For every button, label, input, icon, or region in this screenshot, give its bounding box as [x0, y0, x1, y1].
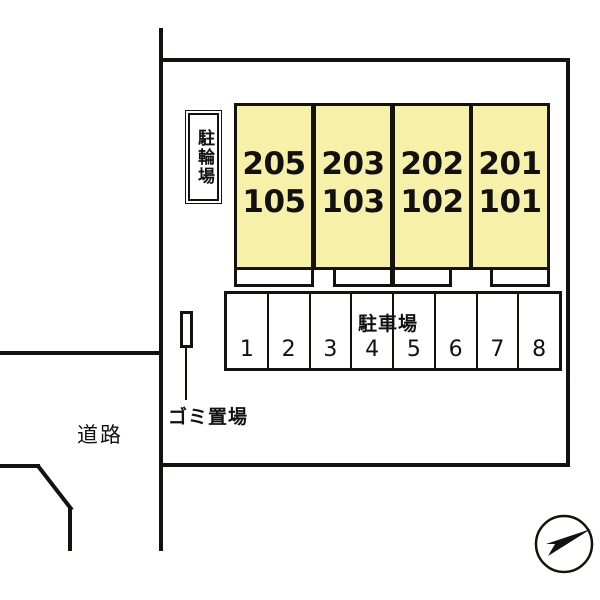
- trash-area-marker[interactable]: [180, 311, 193, 348]
- unit-entry-stub-205: [234, 267, 314, 287]
- trash-area-label: ゴミ置場: [168, 406, 249, 428]
- unit-202-102[interactable]: 202 102: [392, 103, 472, 270]
- parking-stall-number: 1: [239, 337, 254, 362]
- unit-upper-number: 205: [242, 146, 306, 182]
- unit-lower-number: 102: [400, 183, 464, 220]
- unit-201-101[interactable]: 201 101: [470, 103, 550, 270]
- parking-stall[interactable]: 2: [269, 294, 311, 368]
- parking-stall[interactable]: 1: [227, 294, 269, 368]
- parking-stall[interactable]: 4: [352, 294, 394, 368]
- unit-205-105[interactable]: 205 105: [234, 103, 314, 270]
- parking-lot-label: 駐車場: [358, 313, 419, 335]
- parking-stall[interactable]: 7: [478, 294, 520, 368]
- parking-stall-number: 5: [406, 337, 421, 362]
- unit-upper-number: 203: [321, 146, 385, 182]
- unit-upper-number: 202: [400, 146, 464, 182]
- unit-203-103[interactable]: 203 103: [313, 103, 393, 270]
- unit-lower-number: 103: [321, 183, 385, 220]
- parking-stall[interactable]: 3: [311, 294, 353, 368]
- unit-entry-stub-202: [392, 267, 452, 287]
- road-label: 道路: [77, 423, 123, 447]
- compass-north-icon: [533, 513, 595, 575]
- unit-upper-number: 201: [478, 146, 542, 182]
- parking-lot: 1 2 3 4 5 6 7 8: [224, 291, 562, 371]
- parking-stall[interactable]: 5: [394, 294, 436, 368]
- bike-parking-label: 駐輪場: [194, 128, 214, 186]
- parking-stall-number: 8: [532, 337, 547, 362]
- unit-lower-number: 101: [478, 183, 542, 220]
- unit-lower-number: 105: [242, 183, 306, 220]
- parking-stall-number: 2: [281, 337, 296, 362]
- parking-stall-number: 6: [448, 337, 463, 362]
- parking-stall-number: 4: [365, 337, 380, 362]
- bike-parking-label-box: 駐輪場: [185, 110, 222, 204]
- unit-entry-stub-203: [333, 267, 393, 287]
- unit-entry-stub-201: [490, 267, 550, 287]
- parking-stall-number: 7: [490, 337, 505, 362]
- parking-stall[interactable]: 8: [519, 294, 559, 368]
- parking-stall[interactable]: 6: [436, 294, 478, 368]
- parking-stall-number: 3: [323, 337, 338, 362]
